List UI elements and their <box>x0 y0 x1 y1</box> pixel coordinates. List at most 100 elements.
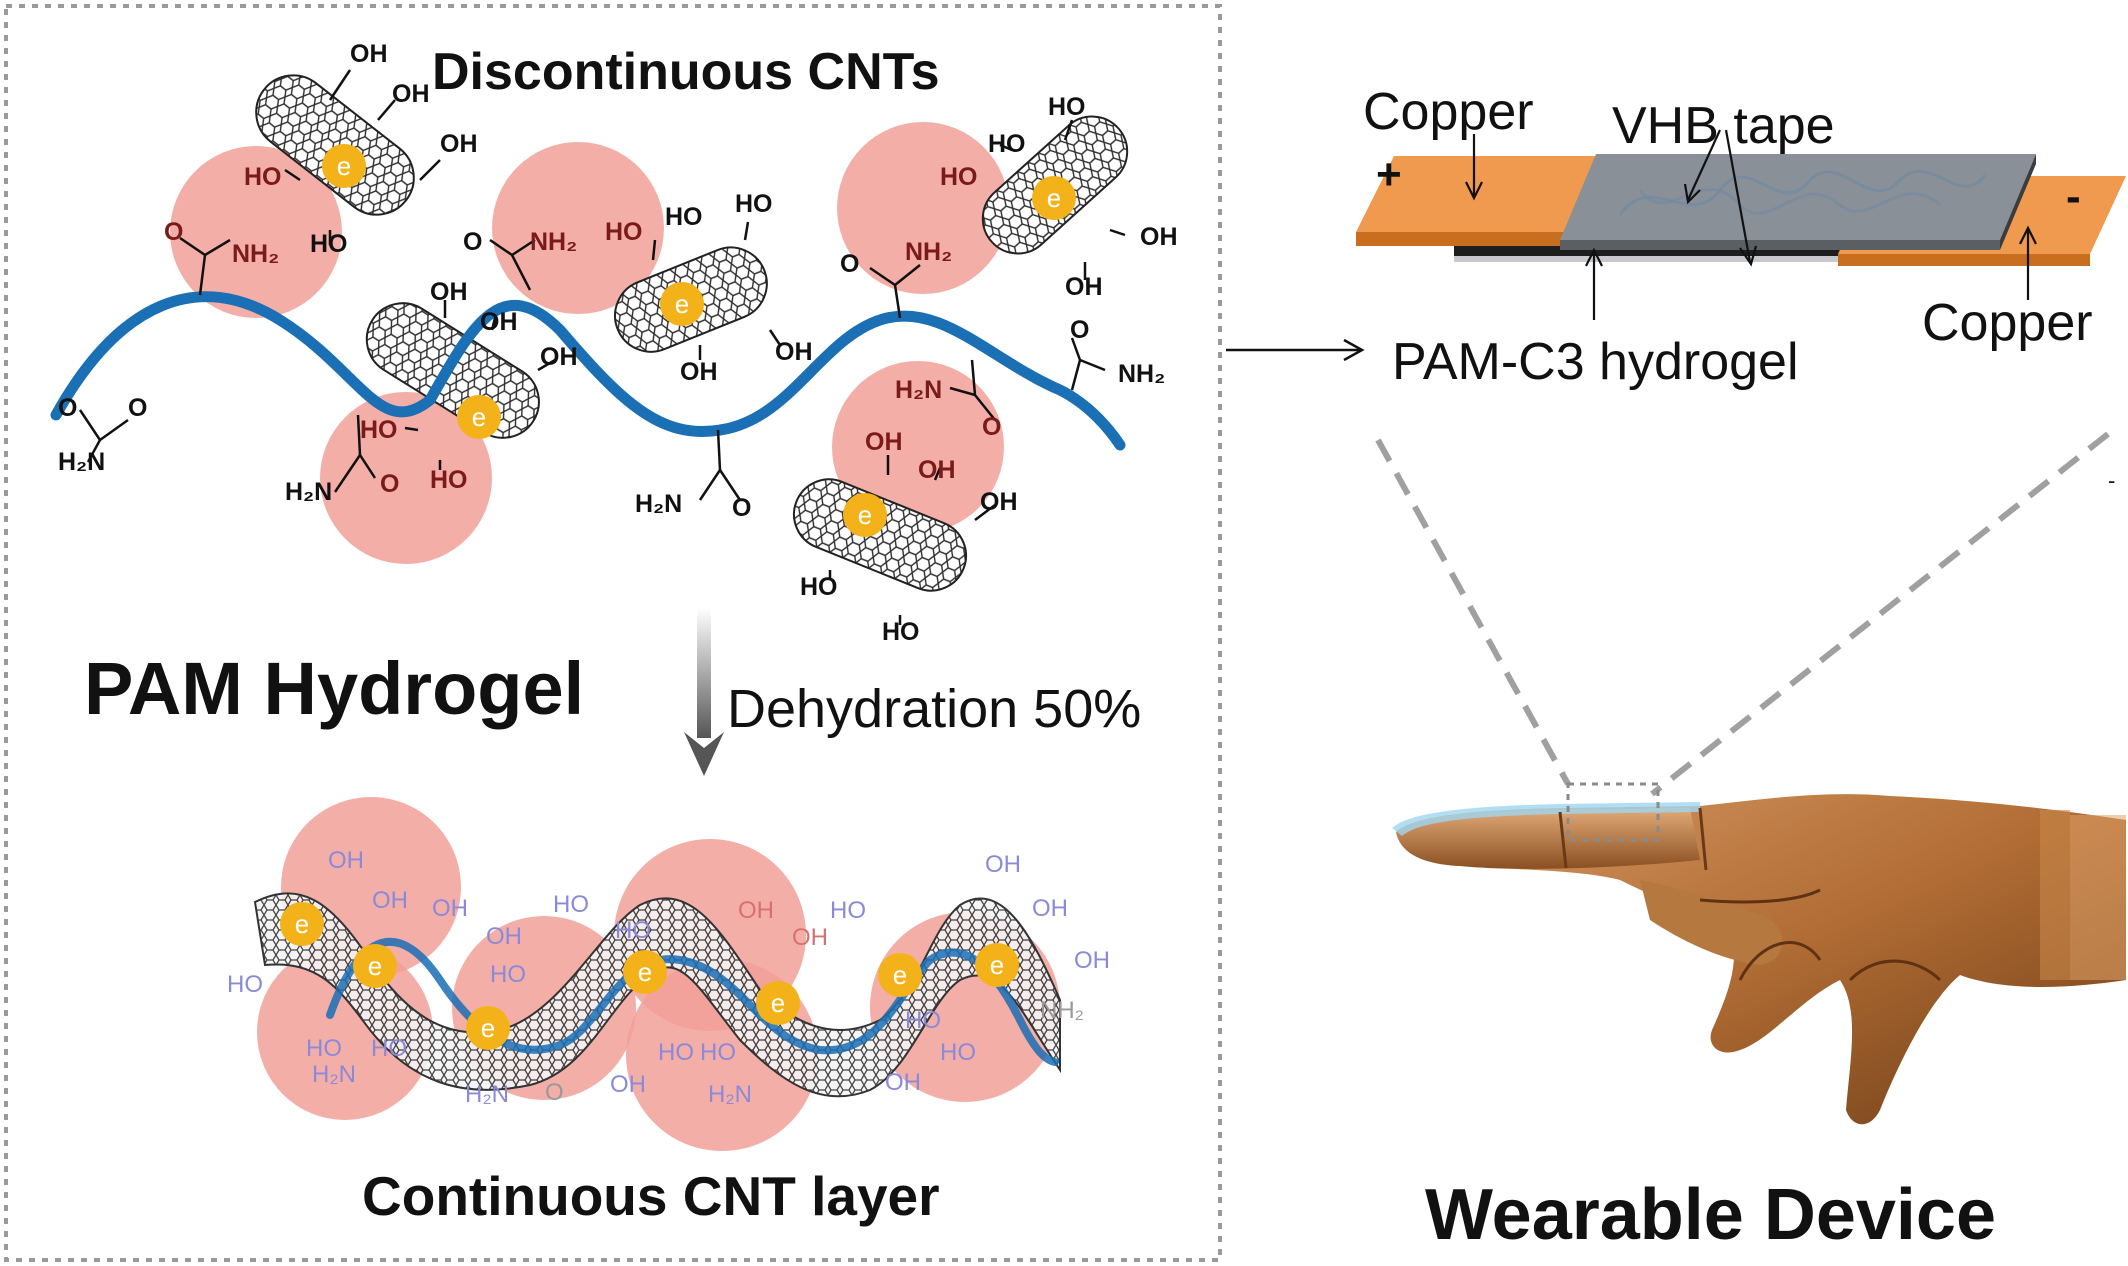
electron-4: e <box>457 395 501 439</box>
amide-groups-top <box>78 69 1126 625</box>
vhb-tape-label: VHB tape <box>1612 97 1835 155</box>
h2n-label: H₂N <box>895 376 942 404</box>
nanotube-1 <box>255 74 415 216</box>
polymer-chain-top <box>50 291 1126 451</box>
oh-label: OH <box>610 1071 646 1098</box>
oh-label: OH <box>480 308 518 336</box>
ho-label: HO <box>615 917 651 944</box>
electron-4-label: e <box>472 402 486 432</box>
ho-label: HO <box>830 897 866 924</box>
oh-label: OH <box>440 130 478 158</box>
wearable-device-title: Wearable Device <box>1425 1175 1997 1255</box>
electron-6: e <box>280 902 324 946</box>
oh-label: OH <box>430 278 468 306</box>
electron-5: e <box>843 493 887 537</box>
nh2-label: NH₂ <box>905 238 952 266</box>
electron-1-label: e <box>337 151 351 181</box>
ho-label: HO <box>490 961 526 988</box>
oh-label: OH <box>1074 947 1110 974</box>
o-label: O <box>164 218 183 246</box>
ho-label: HO <box>1048 93 1086 121</box>
electron-group-top: e e e e e <box>322 144 1076 537</box>
discontinuous-cnts-title: Discontinuous CNTs <box>432 43 940 101</box>
ho-label: HO <box>244 163 282 191</box>
electron-12-label: e <box>990 950 1004 980</box>
electron-2-label: e <box>675 289 689 319</box>
left-panel-dashed-frame <box>4 4 1222 1262</box>
stray-mark: - <box>2108 468 2116 493</box>
electron-2: e <box>660 282 704 326</box>
electron-1: e <box>322 144 366 188</box>
dehydration-arrow-head <box>684 732 724 776</box>
oh-label: OH <box>372 887 408 914</box>
h2n-label: H₂N <box>708 1081 752 1108</box>
h2n-label: H₂N <box>465 1081 509 1108</box>
oh-label: OH <box>1140 223 1178 251</box>
electron-group-bottom: e e e e e e e <box>280 902 1019 1050</box>
ho-label: HO <box>905 1007 941 1034</box>
oh-label: OH <box>432 895 468 922</box>
oh-label: OH <box>486 923 522 950</box>
nh2-label: NH₂ <box>232 240 279 268</box>
vhb-tape <box>1560 154 2036 250</box>
o-label: O <box>58 394 77 422</box>
ho-label: HO <box>310 230 348 258</box>
ho-label: HO <box>371 1035 407 1062</box>
ho-label: HO <box>940 163 978 191</box>
electron-9: e <box>623 950 667 994</box>
electron-11: e <box>878 953 922 997</box>
dehydration-arrow-shaft <box>697 608 711 738</box>
oh-label: OH <box>918 456 956 484</box>
electron-6-label: e <box>295 909 309 939</box>
sensor-film-on-finger <box>1392 802 1700 836</box>
chem-labels-bottom: OH OH OH OH HO HO HO HO H₂N H₂N O OH HO … <box>227 847 1110 1108</box>
o-label: O <box>128 394 147 422</box>
o-label: O <box>463 228 482 256</box>
electron-3-label: e <box>1047 183 1061 213</box>
ho-label: HO <box>665 203 703 231</box>
h2n-label: H₂N <box>285 478 332 506</box>
electron-9-label: e <box>638 957 652 987</box>
h2n-label: H₂N <box>635 490 682 518</box>
continuous-cnt-layer-title: Continuous CNT layer <box>362 1165 940 1227</box>
oh-label: OH <box>865 428 903 456</box>
ho-label: HO <box>700 1039 736 1066</box>
ho-label: HO <box>553 891 589 918</box>
h2n-label: H₂N <box>58 448 105 476</box>
o-label: O <box>840 250 859 278</box>
copper-right-label: Copper <box>1922 294 2093 352</box>
device-pointer-arrowhead <box>1343 338 1365 362</box>
positive-terminal-sign: + <box>1376 150 1402 199</box>
electron-10-label: e <box>771 988 785 1018</box>
ho-label: HO <box>605 218 643 246</box>
oh-label: OH <box>392 80 430 108</box>
hydrogen-bond-circles-top <box>170 122 1009 564</box>
ho-label: HO <box>360 416 398 444</box>
oh-label: OH <box>328 847 364 874</box>
dehydration-label: Dehydration 50% <box>727 679 1142 739</box>
polymer-chain-bottom <box>326 937 1059 1066</box>
copper-left-label: Copper <box>1363 83 1534 141</box>
nanotube-5 <box>793 478 967 592</box>
electron-8: e <box>466 1006 510 1050</box>
oh-label: OH <box>738 897 774 924</box>
o-label: O <box>732 494 751 522</box>
ho-label: HO <box>800 573 838 601</box>
ho-label: HO <box>735 190 773 218</box>
callout-lines <box>1465 129 2037 320</box>
o-label: O <box>380 470 399 498</box>
electron-7: e <box>353 944 397 988</box>
chem-labels-top: OH OH OH HO HO O NH₂ O NH₂ HO HO HO OH O… <box>58 40 1178 646</box>
ho-label: HO <box>658 1039 694 1066</box>
oh-label: OH <box>985 851 1021 878</box>
nh2-label: NH₂ <box>1118 360 1165 388</box>
ho-label: HO <box>882 618 920 646</box>
oh-label: OH <box>980 488 1018 516</box>
ho-label: HO <box>430 466 468 494</box>
oh-label: OH <box>792 924 828 951</box>
electron-5-label: e <box>858 500 872 530</box>
oh-label: OH <box>680 358 718 386</box>
oh-label: OH <box>885 1069 921 1096</box>
electron-3: e <box>1032 176 1076 220</box>
